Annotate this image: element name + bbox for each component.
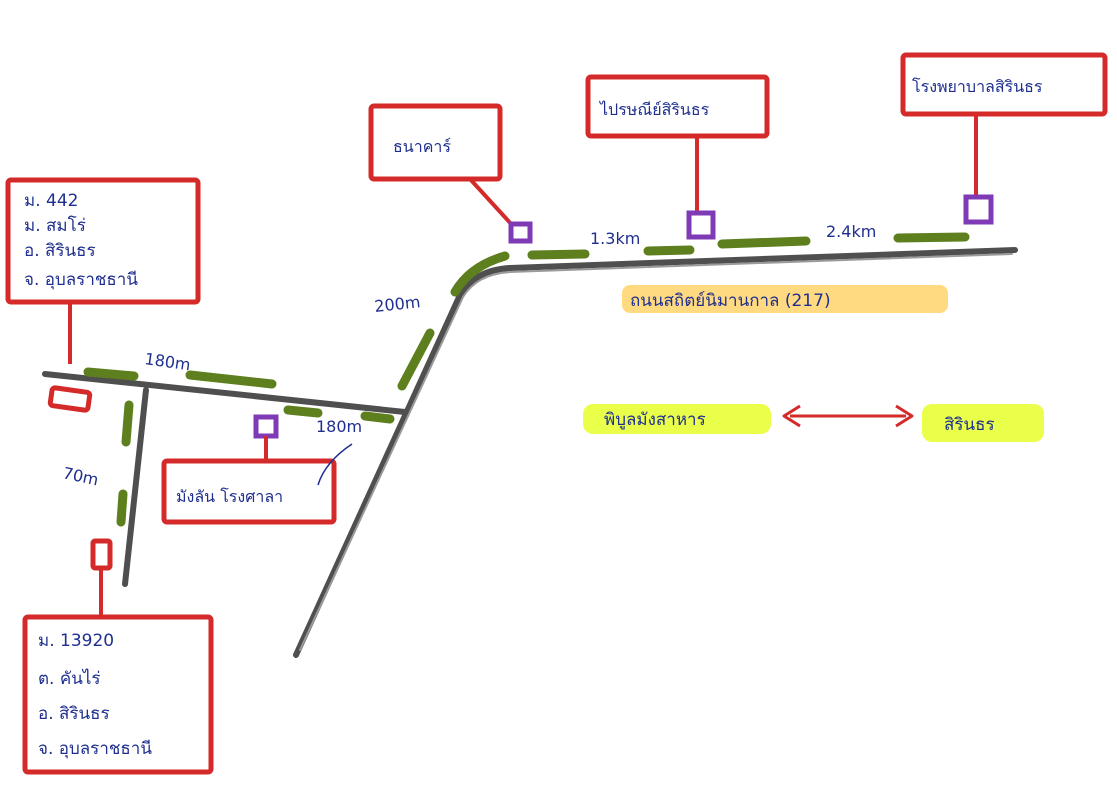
arrow-head-left bbox=[782, 404, 801, 428]
landmark-village: มังลัน โรงศาลา bbox=[161, 414, 353, 525]
address-bottom-line-2: ต. คันไร่ bbox=[38, 668, 101, 689]
landmark-market-label: ไปรษณีย์สิรินธร bbox=[598, 100, 710, 119]
route-dash bbox=[360, 411, 395, 424]
address-bottom-line-4: จ. อุบลราชธานี bbox=[38, 739, 152, 759]
landmark-marker bbox=[686, 210, 716, 240]
highway-label: ถนนสถิตย์นิมานกาล (217) bbox=[630, 291, 831, 311]
landmark-hospital-label: โรงพยาบาลสิรินธร bbox=[912, 77, 1043, 96]
landmark-marker bbox=[963, 194, 994, 225]
route-dash bbox=[121, 400, 134, 447]
landmark-temple-label: ธนาคาร์ bbox=[393, 137, 451, 156]
landmark-marker bbox=[253, 414, 279, 439]
route-dash bbox=[397, 328, 435, 391]
side-road bbox=[42, 371, 408, 415]
route-dash bbox=[185, 370, 277, 389]
route-dash bbox=[527, 249, 590, 260]
distance-label: 200m bbox=[373, 292, 421, 316]
address-box-top: ม. 442 ม. สมโร่ อ. สิรินธร จ. อุบลราชธาน… bbox=[5, 177, 201, 364]
landmark-temple: ธนาคาร์ bbox=[368, 103, 533, 244]
distance-label: 70m bbox=[61, 463, 100, 489]
house-marker bbox=[47, 385, 93, 413]
highway-label-highlight bbox=[622, 285, 948, 313]
route-dashes bbox=[83, 232, 970, 527]
address-top-line-4: จ. อุบลราชธานี bbox=[24, 270, 138, 290]
distance-label: 180m bbox=[316, 417, 362, 436]
address-top-line-1: ม. 442 bbox=[24, 191, 78, 211]
address-box-bottom: ม. 13920 ต. คันไร่ อ. สิรินธร จ. อุบลราช… bbox=[22, 538, 214, 775]
address-bottom-line-3: อ. สิรินธร bbox=[38, 704, 110, 724]
roads bbox=[42, 247, 1018, 658]
route-to-highlight bbox=[922, 404, 1044, 442]
highway-217-road bbox=[293, 247, 1018, 658]
distance-label: 180m bbox=[143, 349, 191, 374]
route-dash bbox=[116, 489, 128, 527]
landmark-marker bbox=[508, 221, 533, 244]
route-from-label: พิบูลมังสาหาร bbox=[604, 410, 706, 430]
address-top-line-2: ม. สมโร่ bbox=[24, 215, 86, 236]
route-direction: พิบูลมังสาหาร สิรินธร bbox=[583, 404, 1044, 442]
route-dash bbox=[643, 245, 695, 256]
landmark-market: ไปรษณีย์สิรินธร bbox=[585, 74, 770, 240]
distance-label: 1.3km bbox=[590, 229, 640, 248]
route-to-label: สิรินธร bbox=[944, 415, 995, 435]
distance-label: 2.4km bbox=[826, 222, 876, 241]
landmark-hospital: โรงพยาบาลสิรินธร bbox=[900, 52, 1108, 225]
highway-217-road-highlight bbox=[299, 253, 1013, 651]
route-dash bbox=[893, 232, 970, 243]
route-dash bbox=[283, 405, 323, 418]
address-top-line-3: อ. สิรินธร bbox=[24, 241, 96, 261]
route-from-highlight bbox=[583, 404, 771, 434]
route-dash bbox=[450, 251, 510, 297]
arrow-head-right bbox=[895, 404, 914, 428]
landmark-village-label: มังลัน โรงศาลา bbox=[176, 487, 283, 506]
highway-label-group: ถนนสถิตย์นิมานกาล (217) bbox=[622, 285, 948, 313]
branch-road bbox=[122, 387, 149, 587]
route-dash bbox=[717, 236, 811, 249]
route-dash bbox=[83, 367, 139, 381]
house-marker bbox=[90, 538, 113, 571]
address-bottom-line-1: ม. 13920 bbox=[38, 631, 114, 651]
